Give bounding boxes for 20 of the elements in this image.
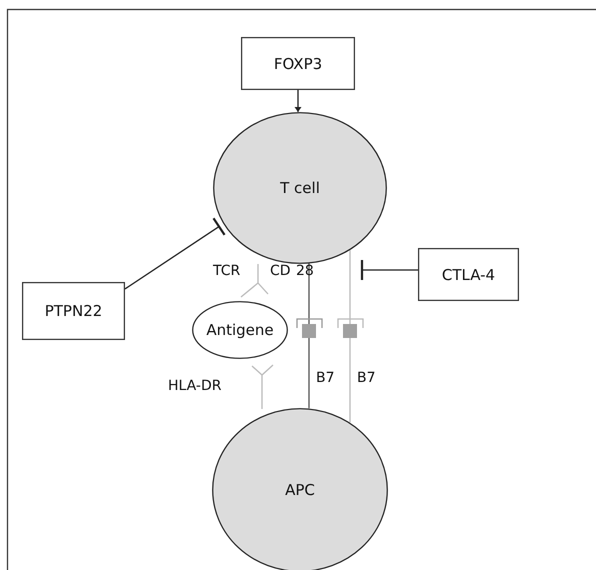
molecule-label: B7 xyxy=(316,370,335,386)
node-label: PTPN22 xyxy=(44,302,102,320)
antigen-ellipse xyxy=(192,301,288,359)
connector-line xyxy=(308,264,310,408)
gene-box xyxy=(241,37,355,90)
node-label: APC xyxy=(285,481,315,499)
inhibition-line xyxy=(360,258,418,282)
gene-box xyxy=(418,248,519,301)
cell-ellipse xyxy=(213,112,387,264)
inhibition-line xyxy=(124,217,226,290)
connector-line xyxy=(349,250,351,422)
node-label: T cell xyxy=(280,179,320,197)
node-label: Antigene xyxy=(206,321,274,339)
molecule-label: HLA-DR xyxy=(168,378,222,394)
arrow xyxy=(294,90,302,112)
molecule-label: TCR xyxy=(213,263,240,279)
node-label: FOXP3 xyxy=(274,54,322,72)
molecule-label: B7 xyxy=(357,370,376,386)
node-label: CTLA-4 xyxy=(442,266,496,284)
gene-box xyxy=(22,282,125,340)
